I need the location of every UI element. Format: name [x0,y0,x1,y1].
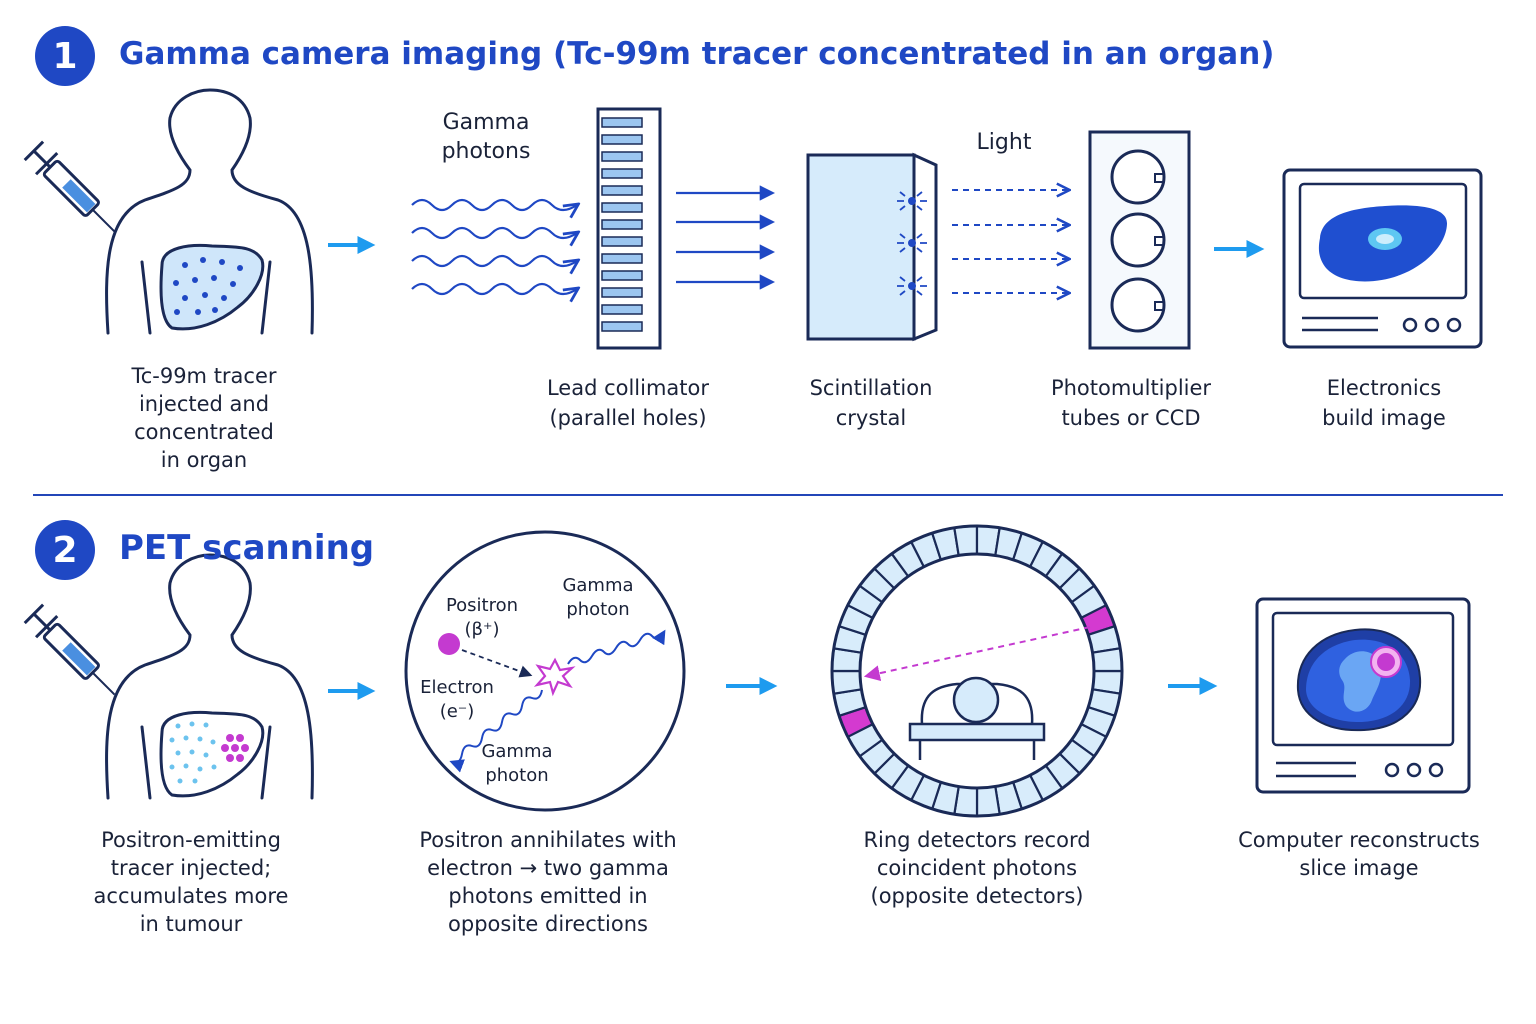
liver-icon [159,244,265,331]
section-number-badge: 2 [35,520,95,580]
patient-bed-icon [908,676,1046,760]
annihilation-icon [404,530,686,812]
section-number-badge: 1 [35,26,95,86]
ring-detector-segment [953,524,979,557]
light-label: Light [976,130,1032,155]
liver-icon [159,711,265,798]
gamma-photon-label-bottom: Gamma photon [481,741,553,786]
photomultiplier-icon [1088,130,1191,350]
positron-label: Positron (β⁺) [445,595,519,640]
computer-caption: Computer reconstructs slice image [1238,828,1480,880]
monitor-icon [1255,597,1471,794]
electron-label: Electron (e⁻) [420,677,494,722]
ring-detector-segment [830,669,863,695]
electronics-caption: Electronics build image [1322,376,1446,430]
section-title: Gamma camera imaging (Tc-99m tracer conc… [119,36,1275,72]
ring-detector-icon [830,524,1124,818]
annihilation-caption: Positron annihilates with electron → two… [419,828,677,936]
gamma-photon-label-top: Gamma photon [562,575,634,620]
pet-tracer-caption: Positron-emitting tracer injected; accum… [93,828,289,936]
section-divider [33,494,1503,496]
ring-detector-segment [975,785,1001,818]
collimated-photon-arrows [676,185,776,290]
scintillation-crystal-icon [806,152,938,342]
tracer-caption: Tc-99m tracer injected and concentrated … [131,364,277,472]
collimator-caption: Lead collimator (parallel holes) [546,376,710,430]
ring-caption: Ring detectors record coincident photons… [863,828,1091,908]
gamma-photons-label: Gamma photons [441,110,531,164]
syringe-icon [23,140,116,233]
syringe-icon [23,603,116,696]
section-title: PET scanning [119,528,375,568]
ring-detector-segment [1091,647,1124,673]
torso-icon [105,88,314,335]
collimator-icon [596,107,662,350]
gamma-photon-waves [411,198,577,294]
pmt-caption: Photomultiplier tubes or CCD [1050,376,1212,430]
monitor-icon [1282,168,1483,349]
crystal-caption: Scintillation crystal [809,376,933,430]
light-arrows [952,190,1068,293]
torso-icon [105,553,314,800]
